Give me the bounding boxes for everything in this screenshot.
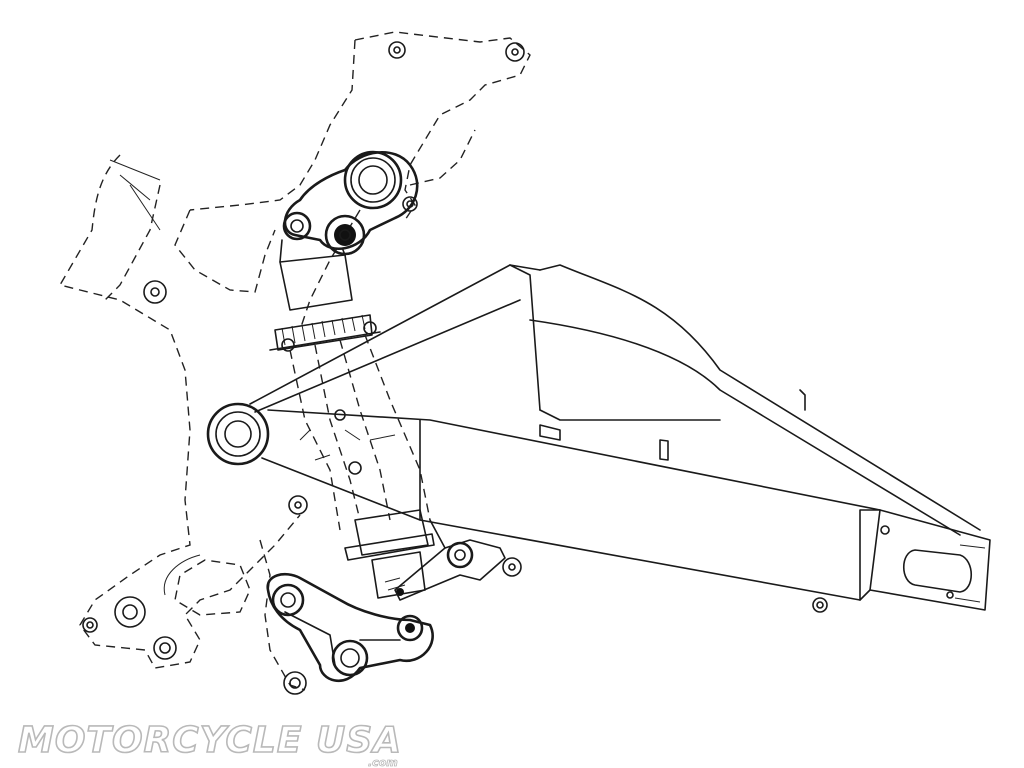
swingarm (206, 264, 991, 611)
watermark: MOTORCYCLE USA .com (17, 719, 402, 768)
upper-shock-mount (282, 150, 419, 256)
frame-mount-holes (82, 41, 828, 695)
watermark-suffix: .com (368, 756, 398, 768)
frame-outline (58, 31, 531, 691)
suspension-linkage (266, 519, 506, 683)
watermark-brand: MOTORCYCLE USA (18, 720, 402, 761)
shock-absorber (269, 239, 435, 599)
